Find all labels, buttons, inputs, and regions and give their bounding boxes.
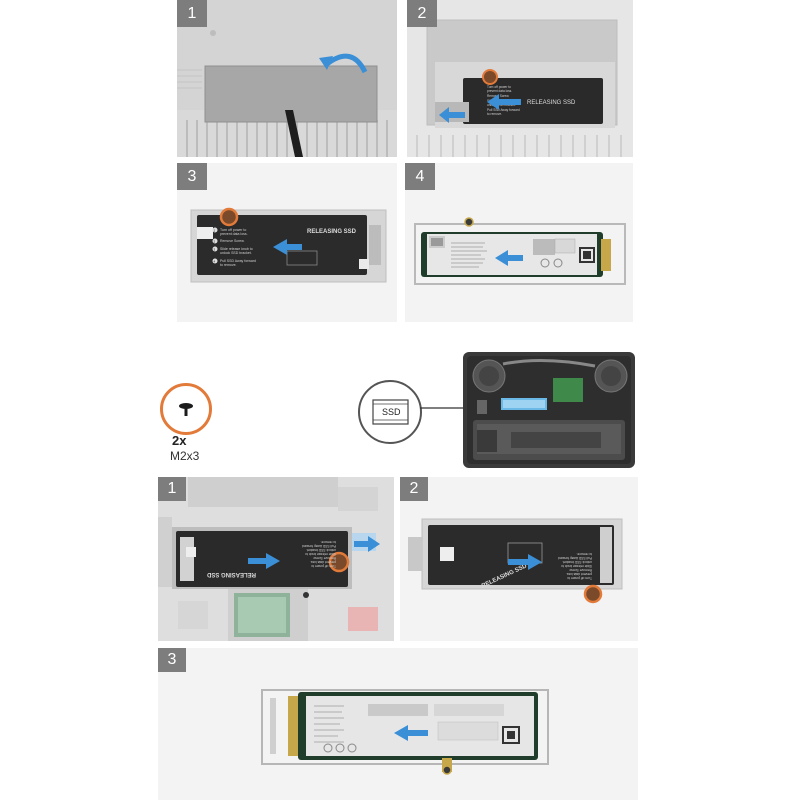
top-step-3-panel: 3 RELEASING SSD 1 Turn off power to prev…: [177, 163, 397, 322]
ssd-label-line: Pull SSD Away forward: [558, 556, 592, 560]
ssd-label-line: to remove.: [320, 540, 336, 544]
step-number-badge: 2: [407, 0, 437, 27]
ssd-label-line: Pull SSD Away forward: [220, 259, 256, 263]
screw-icon: [179, 403, 193, 416]
bottom-step-1-panel: 1 RELEASING SSD Turn off power to preven…: [158, 477, 394, 641]
ssd-callout-label: SSD: [382, 407, 401, 417]
step-number-badge: 4: [405, 163, 435, 190]
step-number-badge: 3: [177, 163, 207, 190]
screw-callout: [160, 383, 212, 435]
step-number-badge: 2: [400, 477, 428, 501]
ssd-label-line: Remove Screw.: [313, 556, 336, 560]
ssd-title-text: RELEASING SSD: [527, 100, 576, 106]
ssd-icon: SSD: [372, 399, 409, 425]
ssd-label-line: Pull SSD Away forward: [302, 544, 336, 548]
top-step-1-panel: 1: [177, 0, 397, 157]
top-step-4-panel: 4: [405, 163, 633, 322]
step-number-badge: 1: [177, 0, 207, 27]
ssd-label-line: unlock SSD bracket.: [306, 548, 336, 552]
ssd-label-line: Turn off power to: [567, 576, 592, 580]
top-step-3-illustration: RELEASING SSD 1 Turn off power to preven…: [177, 163, 397, 322]
ssd-label-line: prevent data loss.: [487, 89, 512, 93]
ssd-label-line: Turn off power to: [311, 564, 336, 568]
ssd-label-line: Slide release knob to: [220, 247, 253, 251]
bottom-step-1-illustration: RELEASING SSD Turn off power to prevent …: [158, 477, 394, 641]
top-step-2-illustration: RELEASING SSD Turn off power to prevent …: [407, 0, 633, 157]
ssd-label-line: Pull SSD Away forward: [487, 108, 520, 112]
ssd-callout: SSD: [358, 380, 422, 444]
bullet-number: 2: [214, 240, 216, 244]
bottom-step-3-panel: 3: [158, 648, 638, 800]
ssd-label-line: Turn off power to: [220, 228, 246, 232]
bottom-step-2-illustration: RELEASING SSD Turn off power to prevent …: [400, 477, 638, 641]
ssd-label-line: unlock SSD bracket.: [220, 251, 252, 255]
top-step-1-illustration: [177, 0, 397, 157]
top-step-4-illustration: [405, 163, 633, 322]
step-number-badge: 1: [158, 477, 186, 501]
step-number-badge: 3: [158, 648, 186, 672]
screw-size: M2x3: [170, 449, 200, 463]
ssd-label-line: prevent data loss.: [566, 572, 592, 576]
ssd-label-line: prevent data loss.: [220, 232, 248, 236]
ssd-label-line: Slide release knob to: [305, 552, 336, 556]
ssd-label-line: Remove Screw.: [569, 568, 592, 572]
ssd-title-text: RELEASING SSD: [206, 571, 256, 577]
ssd-title-text: RELEASING SSD: [307, 229, 357, 235]
top-step-2-panel: 2 RELEASING SSD Turn off power to preven…: [407, 0, 633, 157]
ssd-label-line: Slide release knob to: [561, 564, 592, 568]
ssd-label-line: to remove.: [487, 112, 502, 116]
bullet-number: 1: [214, 229, 216, 233]
ssd-label-line: unlock SSD bracket.: [562, 560, 592, 564]
ssd-label-line: to remove.: [576, 552, 592, 556]
laptop-overview: [463, 352, 635, 468]
ssd-label-line: Remove Screw.: [220, 239, 245, 243]
ssd-label-line: prevent data loss.: [310, 560, 336, 564]
bottom-step-3-illustration: [158, 648, 638, 800]
laptop-illustration: [463, 352, 635, 468]
ssd-label-line: Turn off power to: [487, 85, 511, 89]
ssd-label-line: to remove.: [220, 263, 237, 267]
bullet-number: 3: [214, 248, 216, 252]
screw-quantity: 2x: [172, 433, 187, 448]
bullet-number: 4: [214, 260, 216, 264]
bottom-step-2-panel: 2 RELEASING SSD Turn off power to preven…: [400, 477, 638, 641]
